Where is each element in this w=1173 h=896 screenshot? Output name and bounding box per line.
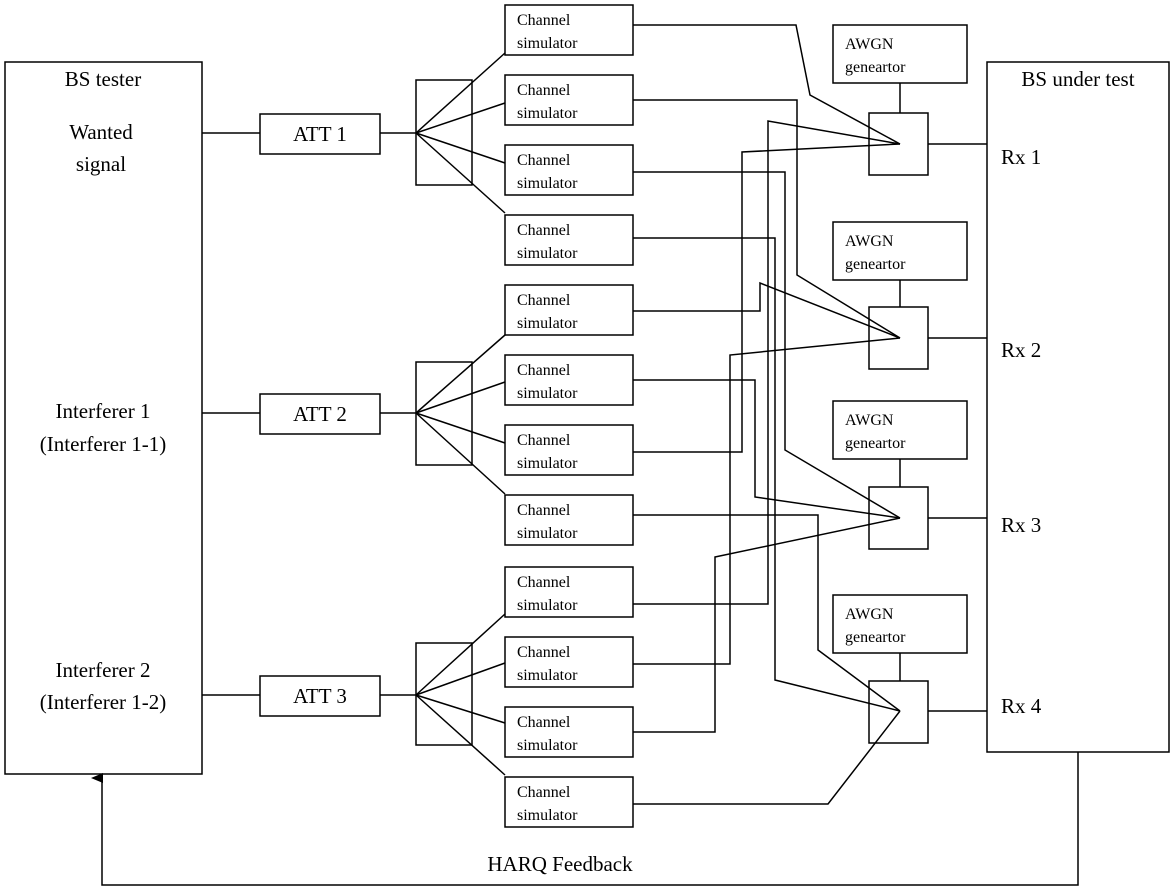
- rx3-port-label: Rx 3: [1001, 513, 1041, 537]
- wanted-signal-label-line1: Wanted: [69, 120, 133, 144]
- channel-simulator-label-line1: Channel: [517, 12, 571, 29]
- bs-tester-title: BS tester: [65, 67, 141, 91]
- channel-simulator-label-line1: Channel: [517, 152, 571, 169]
- routing-to-combiner2: [633, 99, 901, 665]
- channel-simulator-label-line1: Channel: [517, 644, 571, 661]
- channel-simulator-label-line2: simulator: [517, 175, 578, 192]
- channel-simulator-label-line2: simulator: [517, 385, 578, 402]
- channel-simulator-box: [504, 284, 634, 336]
- splitter2-box: [415, 361, 473, 466]
- awgn3-label-line2: geneartor: [845, 435, 906, 452]
- channel-simulator-label-line1: Channel: [517, 432, 571, 449]
- routing-to-combiner1: [633, 24, 901, 605]
- channel-simulator-label-line1: Channel: [517, 292, 571, 309]
- att1-box: [259, 113, 381, 155]
- channel-simulator-box: [504, 214, 634, 266]
- channel-simulator-label-line2: simulator: [517, 105, 578, 122]
- interferer1-label-line1: Interferer 1: [55, 399, 150, 423]
- splitter1-fanout: [415, 52, 506, 214]
- bs-tester-box: [4, 61, 203, 775]
- channel-simulator-label-line2: simulator: [517, 455, 578, 472]
- channel-simulator-label-line2: simulator: [517, 807, 578, 824]
- awgn4-label-line2: geneartor: [845, 629, 906, 646]
- channel-simulator-label-line1: Channel: [517, 714, 571, 731]
- channel-simulator-box: [504, 424, 634, 476]
- splitter3-box: [415, 642, 473, 746]
- channel-simulator-label-line2: simulator: [517, 667, 578, 684]
- interferer1-label-line2: (Interferer 1-1): [40, 432, 167, 456]
- channel-simulator-label-line2: simulator: [517, 525, 578, 542]
- splitter3-fanout: [415, 613, 506, 776]
- att2-box: [259, 393, 381, 435]
- channel-simulator-label-line1: Channel: [517, 502, 571, 519]
- channel-simulator-box: [504, 4, 634, 56]
- splitter2-fanout: [415, 334, 506, 495]
- awgn2-label-line2: geneartor: [845, 256, 906, 273]
- channel-simulator-box: [504, 144, 634, 196]
- bs-under-test-title: BS under test: [1021, 67, 1134, 91]
- channel-simulator-label-line1: Channel: [517, 82, 571, 99]
- awgn1-label-line2: geneartor: [845, 59, 906, 76]
- channel-simulator-box: [504, 636, 634, 688]
- awgn1-box: [832, 24, 968, 84]
- channel-simulator-box: [504, 566, 634, 618]
- interferer2-label-line2: (Interferer 1-2): [40, 690, 167, 714]
- interferer2-label-line1: Interferer 2: [55, 658, 150, 682]
- awgn1-label-line1: AWGN: [845, 36, 894, 53]
- harq-feedback-line: [91, 752, 1079, 886]
- rx2-port-label: Rx 2: [1001, 338, 1041, 362]
- routing-to-combiner3: [633, 171, 901, 733]
- splitter1-box: [415, 79, 473, 186]
- channel-simulator-box: [504, 706, 634, 758]
- wanted-signal-label-line2: signal: [76, 152, 126, 176]
- awgn2-label-line1: AWGN: [845, 233, 894, 250]
- awgn2-box: [832, 221, 968, 281]
- channel-simulator-box: [504, 776, 634, 828]
- harq-feedback-label: HARQ Feedback: [487, 852, 633, 876]
- att2-label: ATT 2: [293, 402, 347, 426]
- channel-simulator-label-line2: simulator: [517, 245, 578, 262]
- channel-simulator-box: [504, 494, 634, 546]
- channel-simulator-label-line2: simulator: [517, 315, 578, 332]
- awgn4-label-line1: AWGN: [845, 606, 894, 623]
- channel-simulator-label-line2: simulator: [517, 597, 578, 614]
- routing-to-combiner4: [633, 237, 901, 805]
- awgn3-label-line1: AWGN: [845, 412, 894, 429]
- channel-simulator-label-line1: Channel: [517, 222, 571, 239]
- channel-simulator-label-line1: Channel: [517, 362, 571, 379]
- channel-simulator-label-line2: simulator: [517, 35, 578, 52]
- rx4-port-label: Rx 4: [1001, 694, 1042, 718]
- att3-box: [259, 675, 381, 717]
- channel-simulator-label-line2: simulator: [517, 737, 578, 754]
- bs-under-test-box: [986, 61, 1170, 753]
- channel-simulator-label-line1: Channel: [517, 784, 571, 801]
- att3-label: ATT 3: [293, 684, 347, 708]
- att1-label: ATT 1: [293, 122, 347, 146]
- rx1-port-label: Rx 1: [1001, 145, 1041, 169]
- channel-simulator-group: ChannelsimulatorChannelsimulatorChannels…: [504, 4, 634, 828]
- channel-simulator-label-line1: Channel: [517, 574, 571, 591]
